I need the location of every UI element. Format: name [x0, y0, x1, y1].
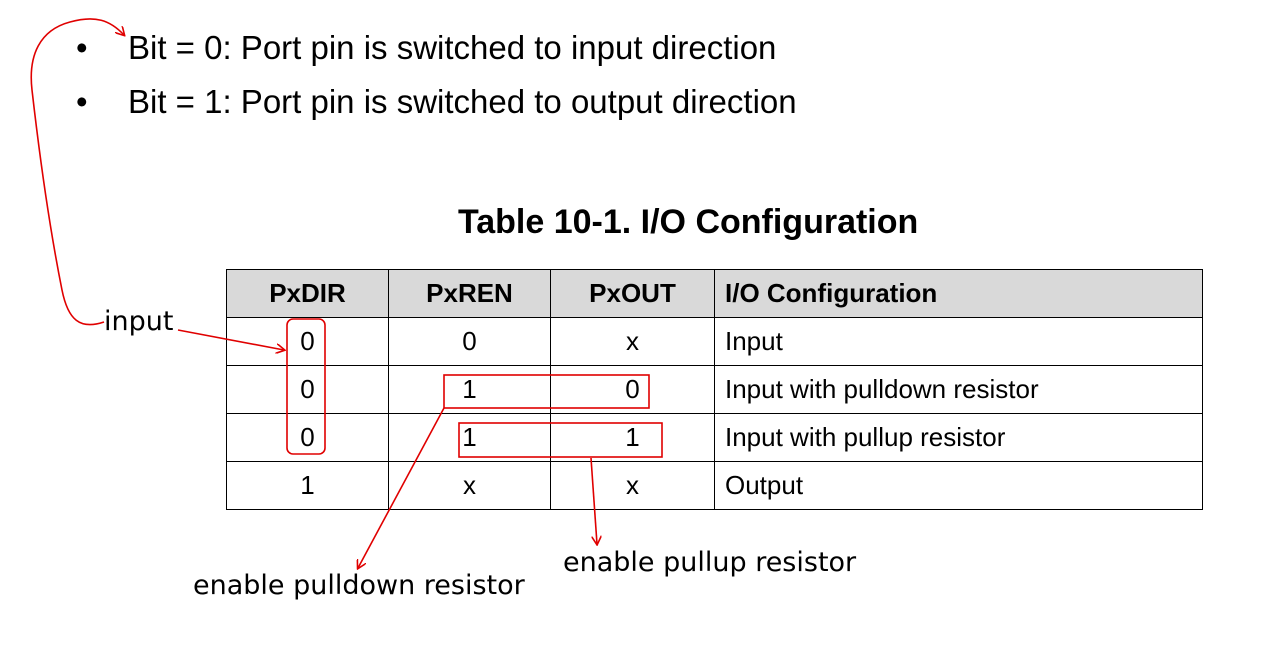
cell-config: Input	[714, 317, 1203, 366]
cell-pxren: x	[388, 461, 551, 510]
table-row: 0 1 0 Input with pulldown resistor	[226, 365, 1203, 414]
table-row: 1 x x Output	[226, 461, 1203, 510]
cell-config: Input with pullup resistor	[714, 413, 1203, 462]
cell-pxout: 0	[550, 365, 715, 414]
cell-pxdir: 0	[226, 317, 389, 366]
cell-pxren: 0	[388, 317, 551, 366]
cell-pxren: 1	[388, 413, 551, 462]
io-configuration-table: PxDIR PxREN PxOUT I/O Configuration 0 0 …	[226, 269, 1203, 510]
cell-pxout: 1	[550, 413, 715, 462]
cell-pxdir: 0	[226, 365, 389, 414]
header-pxren: PxREN	[388, 269, 551, 318]
table-title: Table 10-1. I/O Configuration	[458, 203, 919, 241]
table-row: 0 1 1 Input with pullup resistor	[226, 413, 1203, 462]
bullet-text: Bit = 0: Port pin is switched to input d…	[128, 29, 777, 66]
table-header-row: PxDIR PxREN PxOUT I/O Configuration	[226, 269, 1203, 318]
header-pxout: PxOUT	[550, 269, 715, 318]
annotation-input-label: input	[104, 306, 174, 337]
table-row: 0 0 x Input	[226, 317, 1203, 366]
annotation-pullup-label: enable pullup resistor	[563, 547, 857, 578]
cell-config: Input with pulldown resistor	[714, 365, 1203, 414]
bullet-marker: •	[76, 29, 88, 66]
cell-pxren: 1	[388, 365, 551, 414]
cell-pxdir: 1	[226, 461, 389, 510]
bullet-text: Bit = 1: Port pin is switched to output …	[128, 83, 797, 120]
cell-pxout: x	[550, 461, 715, 510]
cell-pxdir: 0	[226, 413, 389, 462]
cell-pxout: x	[550, 317, 715, 366]
cell-config: Output	[714, 461, 1203, 510]
header-io-configuration: I/O Configuration	[714, 269, 1203, 318]
annotation-pulldown-label: enable pulldown resistor	[193, 570, 525, 601]
header-pxdir: PxDIR	[226, 269, 389, 318]
bullet-marker: •	[76, 83, 88, 120]
